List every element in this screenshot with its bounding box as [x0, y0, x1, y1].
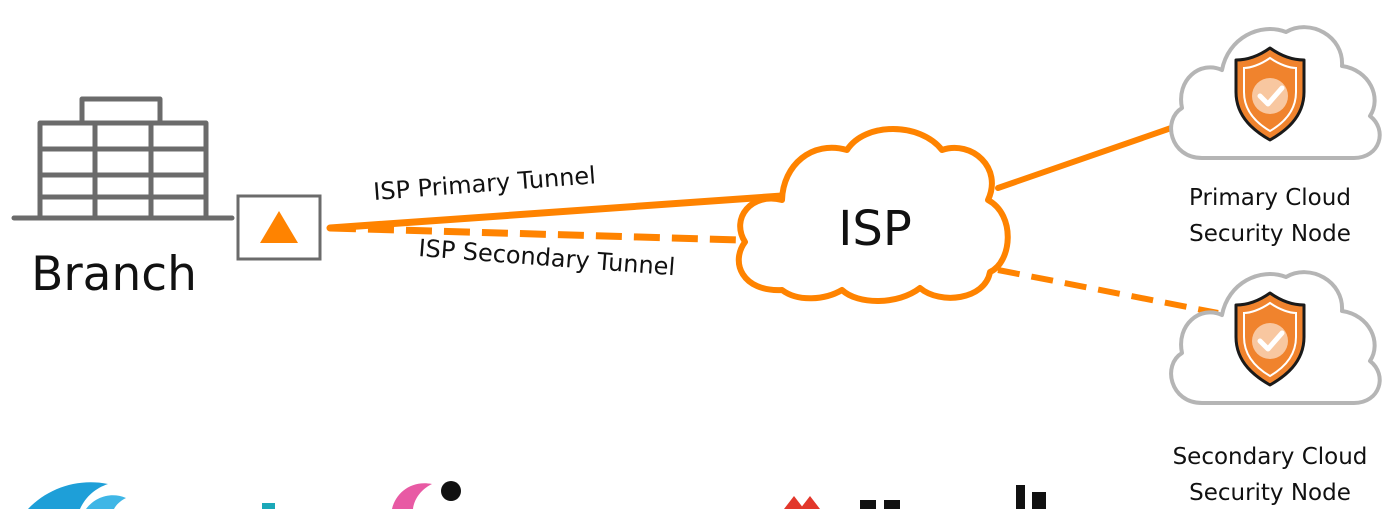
isp-label: ISP — [838, 201, 912, 257]
dark-wordmark-fragment — [860, 485, 1046, 509]
partner-logos-strip — [28, 481, 1046, 509]
red-logo-fragment — [784, 496, 820, 509]
secondary-tunnel-label: ISP Secondary Tunnel — [418, 234, 677, 281]
secondary-tunnel-line — [329, 224, 741, 244]
primary-node-label-line2: Security Node — [1189, 221, 1351, 247]
secondary-node-label-line2: Security Node — [1189, 480, 1351, 506]
primary-node-label-line1: Primary Cloud — [1189, 185, 1351, 211]
isp-to-primary-node-line — [995, 124, 1177, 191]
isp-to-secondary-node-line — [997, 267, 1219, 316]
teal-logo-fragment — [262, 503, 275, 509]
isp-cloud-shape — [735, 126, 1011, 304]
secondary-node-label-line1: Secondary Cloud — [1173, 444, 1368, 470]
primary-tunnel-line — [326, 192, 786, 232]
primary-cloud-node — [1169, 25, 1382, 160]
branch-label: Branch — [31, 247, 197, 302]
blue-swoosh-logo — [28, 482, 126, 509]
secondary-cloud-node — [1169, 270, 1382, 405]
pink-logo-fragment — [392, 481, 461, 509]
primary-tunnel-label: ISP Primary Tunnel — [372, 161, 596, 206]
building-icon — [11, 96, 235, 221]
shield-check-icon — [1234, 46, 1306, 142]
shield-check-icon — [1234, 291, 1306, 387]
connections — [326, 124, 1219, 316]
gateway-device-icon — [236, 194, 322, 261]
cloud-icon — [735, 126, 1011, 304]
